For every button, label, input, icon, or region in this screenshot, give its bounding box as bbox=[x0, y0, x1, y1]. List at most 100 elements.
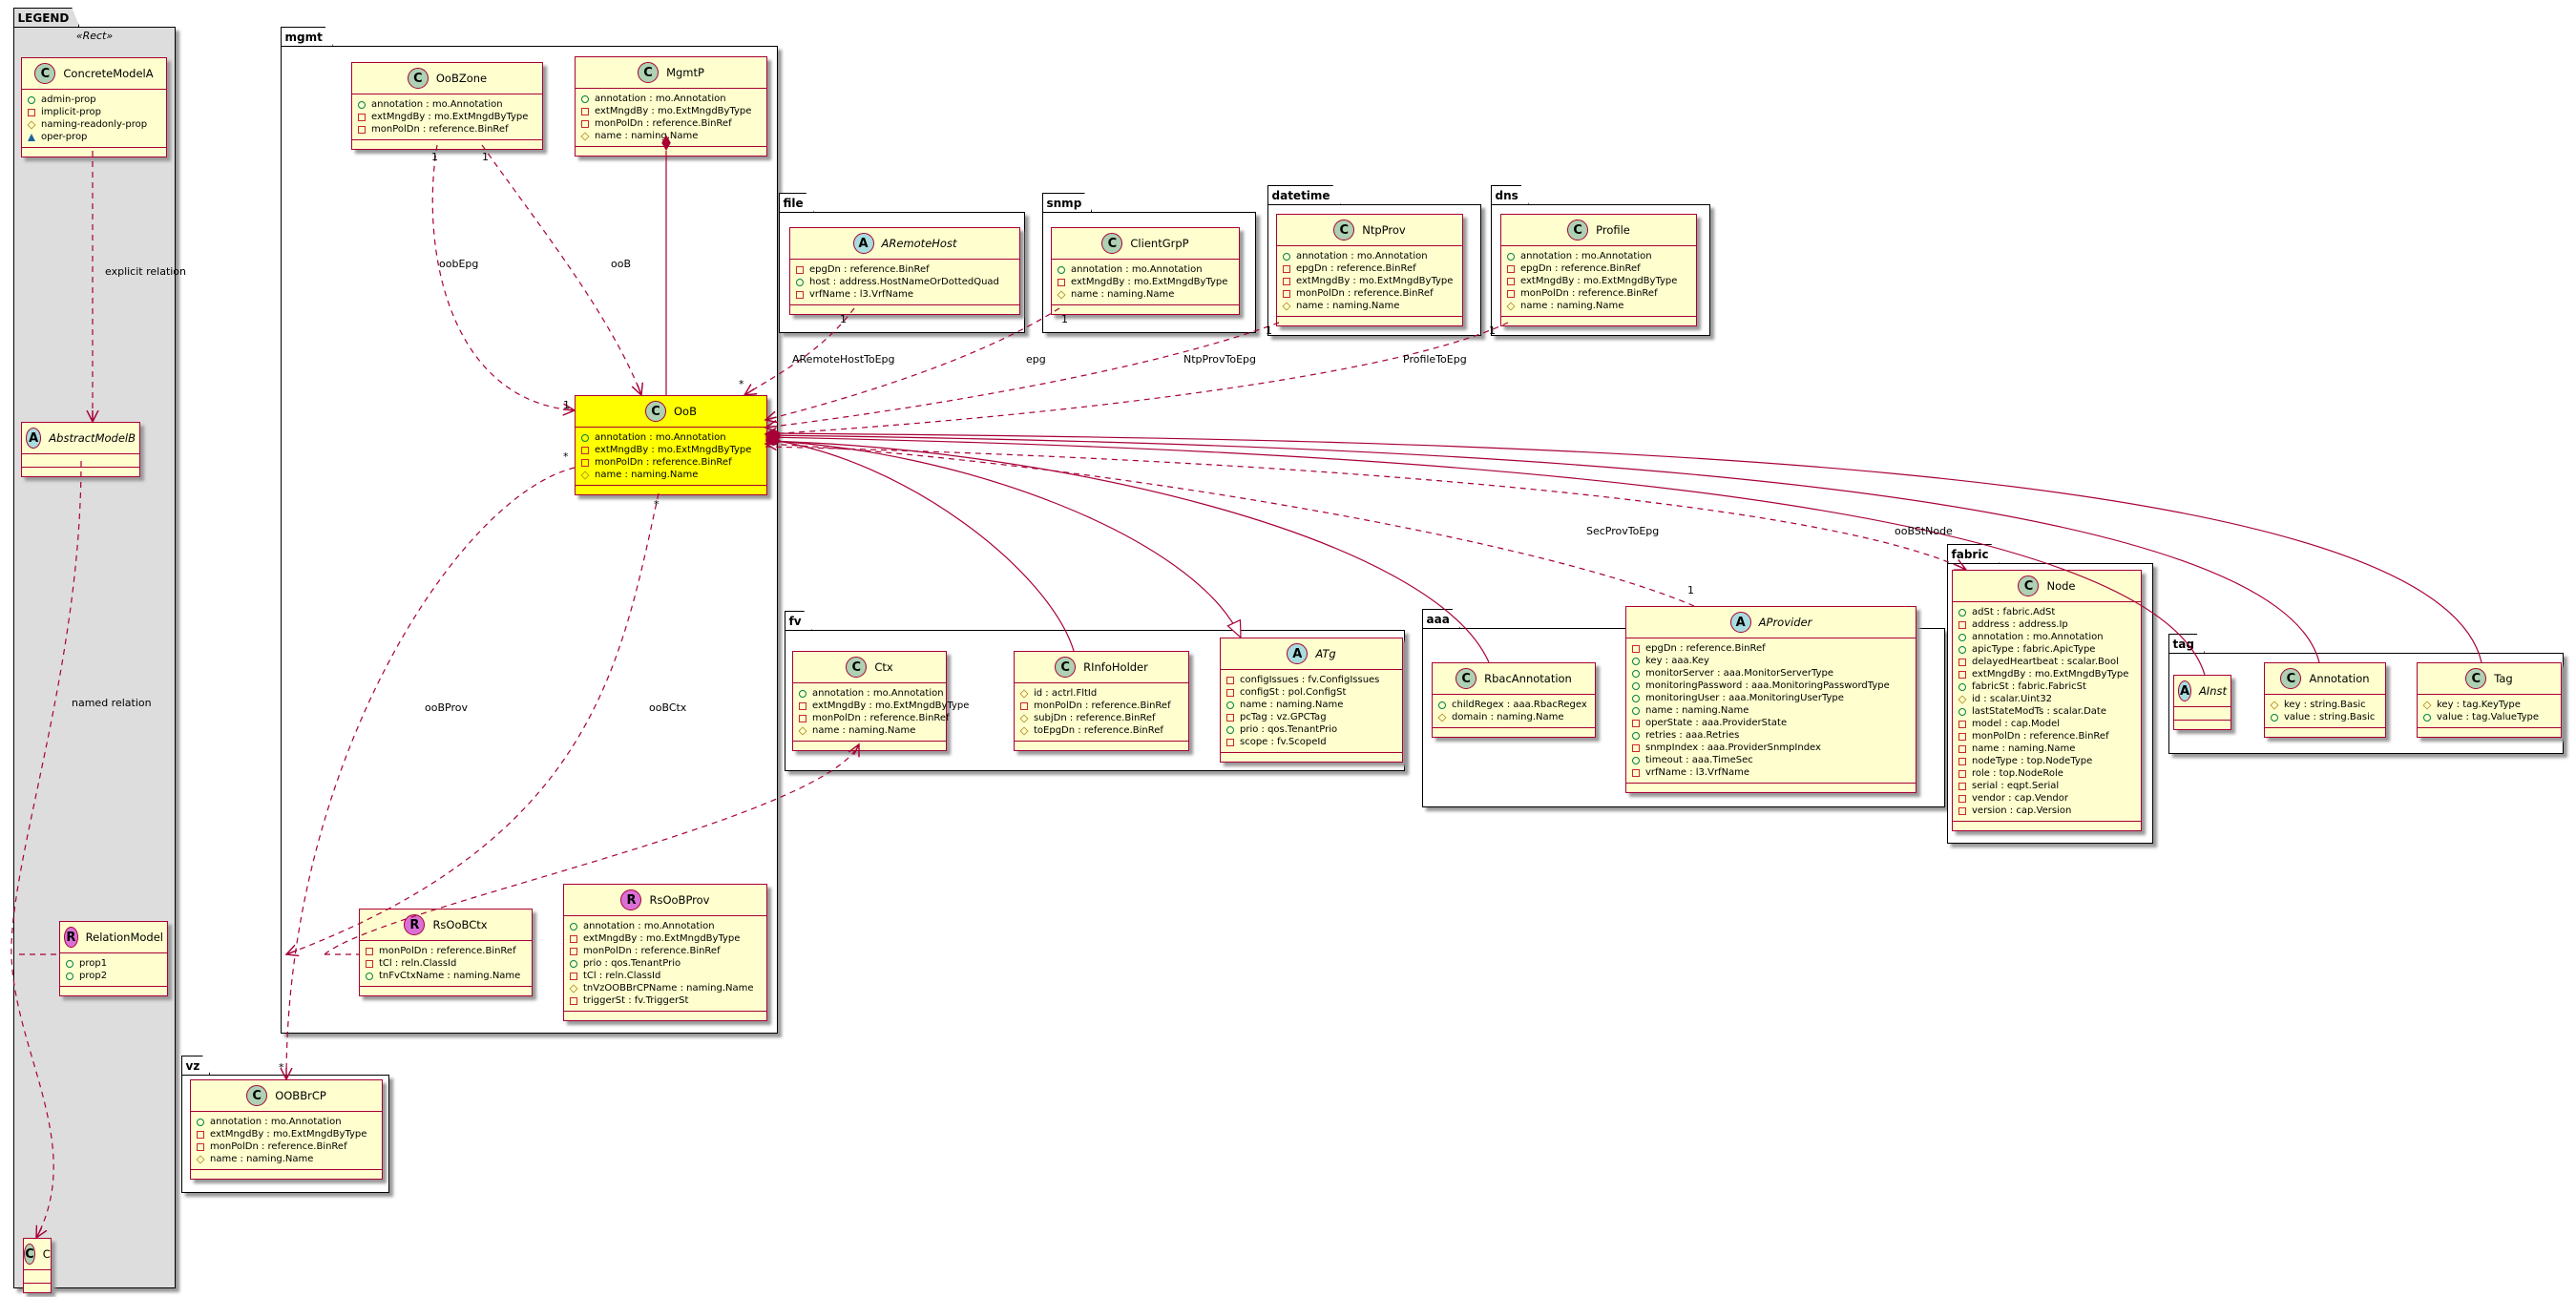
attribute-text: monPolDn : reference.BinRef bbox=[1972, 731, 2109, 742]
attribute-text: epgDn : reference.BinRef bbox=[1645, 643, 1766, 654]
attribute: extMngdBy : mo.ExtMngdByType bbox=[1958, 668, 2135, 680]
package-name: file bbox=[779, 193, 814, 212]
public-visibility-icon bbox=[66, 959, 73, 968]
private-visibility-icon bbox=[197, 1130, 204, 1139]
private-visibility-icon bbox=[358, 113, 366, 121]
method-list bbox=[1501, 317, 1696, 325]
public-visibility-icon bbox=[1632, 731, 1640, 740]
attribute-text: model : cap.Model bbox=[1972, 719, 2061, 729]
attribute-text: extMngdBy : mo.ExtMngdByType bbox=[1071, 277, 1228, 287]
class-name: RbacAnnotation bbox=[1484, 672, 1572, 685]
public-visibility-icon bbox=[799, 689, 806, 698]
multiplicity-label: * bbox=[654, 498, 660, 511]
attribute: lastStateModTs : scalar.Date bbox=[1958, 705, 2135, 718]
protected-visibility-icon bbox=[1019, 725, 1029, 736]
attribute-text: name : naming.Name bbox=[595, 131, 699, 141]
attribute: extMngdBy : mo.ExtMngdByType bbox=[358, 111, 536, 123]
relation-label: ooBProv bbox=[425, 701, 468, 714]
attribute: serial : eqpt.Serial bbox=[1958, 780, 2135, 792]
class-name: OOBBrCP bbox=[275, 1089, 326, 1102]
private-visibility-icon bbox=[1226, 738, 1234, 746]
public-visibility-icon bbox=[2423, 713, 2431, 722]
attribute-text: version : cap.Version bbox=[1972, 805, 2072, 816]
attribute-text: serial : eqpt.Serial bbox=[1972, 781, 2060, 791]
protected-visibility-icon bbox=[1019, 688, 1029, 699]
attribute: name : naming.Name bbox=[798, 724, 940, 737]
attribute: apicType : fabric.ApicType bbox=[1958, 643, 2135, 656]
package-name: datetime bbox=[1267, 185, 1341, 204]
private-visibility-icon bbox=[1632, 768, 1640, 777]
attribute: value : tag.ValueType bbox=[2423, 711, 2555, 723]
relation-class-icon: R bbox=[404, 914, 426, 935]
attribute: vendor : cap.Vendor bbox=[1958, 792, 2135, 805]
multiplicity-label: 1 bbox=[563, 399, 570, 411]
attribute: monPolDn : reference.BinRef bbox=[358, 123, 536, 136]
class-icon: C bbox=[246, 1085, 268, 1106]
attribute-text: retries : aaa.Retries bbox=[1645, 730, 1740, 741]
attribute-text: pcTag : vz.GPCTag bbox=[1240, 712, 1327, 722]
attribute-text: annotation : mo.Annotation bbox=[1071, 264, 1203, 275]
protected-visibility-icon bbox=[1958, 694, 1967, 704]
private-visibility-icon bbox=[1632, 719, 1640, 727]
attribute-text: fabricSt : fabric.FabricSt bbox=[1972, 681, 2086, 692]
attribute-text: name : naming.Name bbox=[1071, 289, 1175, 300]
class-header: C OOBBrCP bbox=[191, 1080, 382, 1112]
attribute-text: adSt : fabric.AdSt bbox=[1972, 607, 2056, 617]
protected-visibility-icon bbox=[1437, 712, 1447, 722]
private-visibility-icon bbox=[796, 290, 804, 299]
public-visibility-icon bbox=[1958, 608, 1966, 617]
private-visibility-icon bbox=[570, 934, 577, 943]
attribute-text: triggerSt : fv.TriggerSt bbox=[583, 995, 689, 1006]
attribute: tCl : reln.ClassId bbox=[366, 957, 526, 970]
private-visibility-icon bbox=[581, 107, 589, 115]
method-list bbox=[576, 147, 766, 156]
attribute: oper-prop bbox=[28, 131, 160, 143]
class-name: Node bbox=[2046, 579, 2076, 593]
public-visibility-icon bbox=[197, 1118, 204, 1126]
attribute: epgDn : reference.BinRef bbox=[1632, 642, 1910, 655]
class-name: OoB bbox=[674, 405, 697, 418]
attribute-text: name : naming.Name bbox=[1972, 743, 2076, 754]
class-name: ATg bbox=[1315, 647, 1336, 660]
private-visibility-icon bbox=[581, 458, 589, 467]
class-name: AbstractModelB bbox=[49, 431, 136, 445]
private-visibility-icon bbox=[28, 108, 35, 116]
attribute-text: prio : qos.TenantPrio bbox=[1240, 724, 1338, 735]
attribute-text: toEpgDn : reference.BinRef bbox=[1034, 725, 1163, 736]
attribute-text: tnVzOOBBrCPName : naming.Name bbox=[583, 983, 754, 994]
package-visibility-icon bbox=[28, 133, 35, 141]
